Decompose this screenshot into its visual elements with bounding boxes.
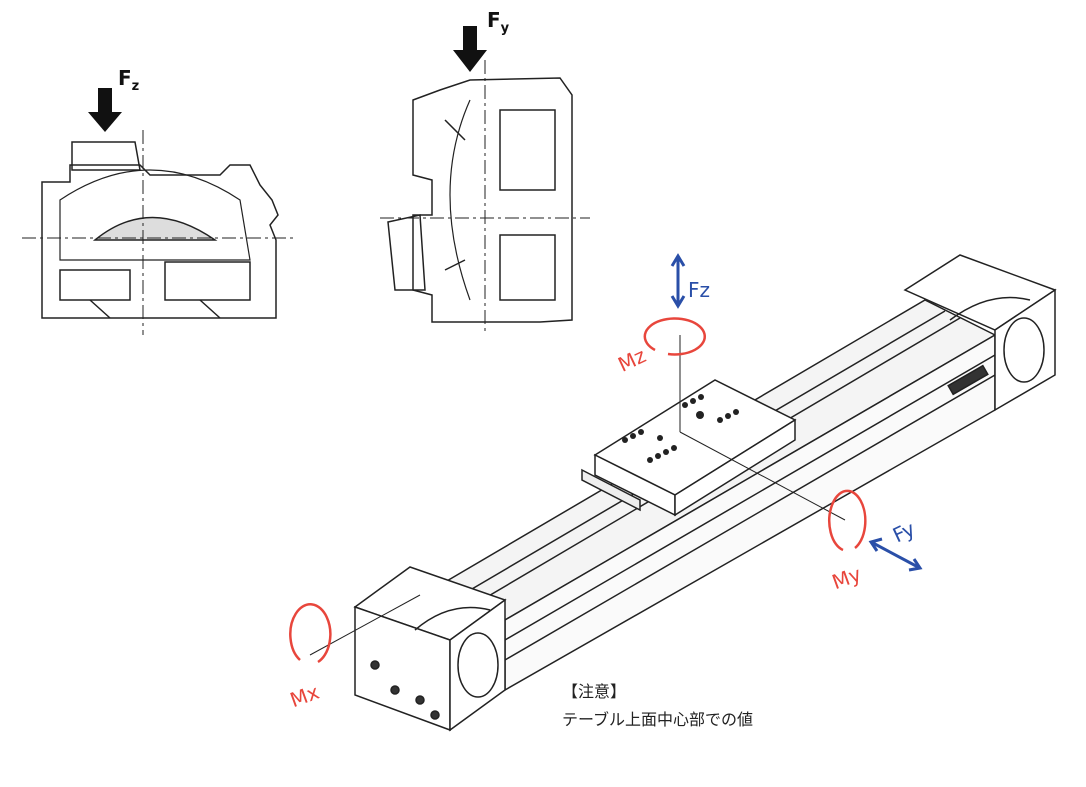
profile-section-fy: [380, 26, 590, 335]
fy-force-arrow-icon: [868, 537, 923, 572]
linear-actuator: [309, 254, 1057, 732]
note-text: テーブル上面中心部での値: [562, 710, 754, 729]
profile-section-fz: [22, 88, 296, 335]
my-moment-arrow-icon: [828, 489, 867, 552]
brand-logo: [947, 364, 989, 396]
fy-section-label: Fy: [487, 8, 510, 36]
fz-label: Fz: [688, 278, 711, 302]
mz-moment-arrow-icon: [643, 317, 707, 356]
mx-moment-arrow-icon: [289, 603, 332, 664]
force-arrow-down-icon: [88, 88, 122, 132]
fz-force-arrow-icon: [670, 253, 686, 309]
note-title: 【注意】: [562, 682, 627, 701]
fz-section-label: Fz: [118, 66, 140, 94]
force-arrow-down-icon: [453, 26, 487, 72]
